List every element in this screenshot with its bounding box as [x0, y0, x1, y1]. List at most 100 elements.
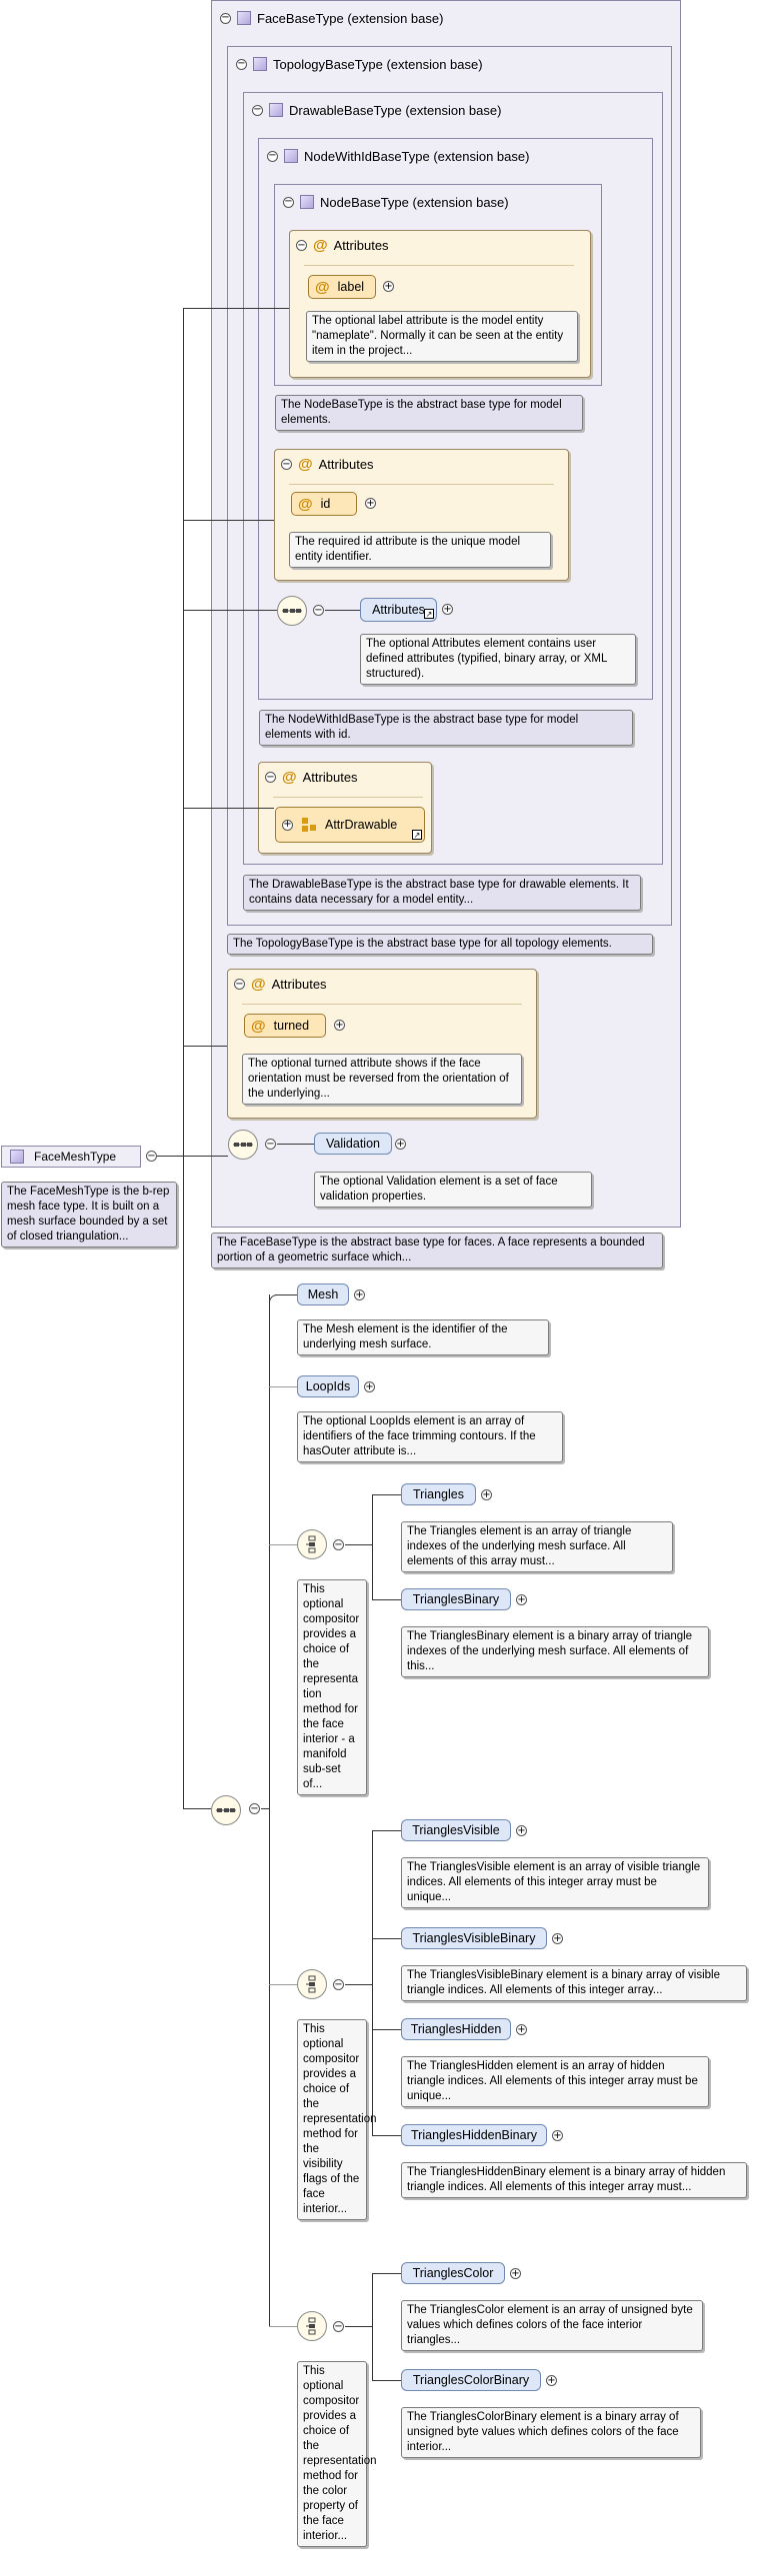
face-base-type-header[interactable]: − FaceBaseType (extension base) [220, 9, 443, 27]
triangles-visible-element-name: TrianglesVisible [412, 1823, 500, 1837]
choice-compositor[interactable] [297, 2311, 327, 2341]
collapse-icon[interactable]: − [283, 196, 294, 208]
sequence-compositor[interactable] [277, 596, 307, 626]
topology-base-type-header[interactable]: − TopologyBaseType (extension base) [236, 55, 483, 73]
collapse-icon[interactable]: − [281, 458, 292, 470]
expand-icon[interactable]: + [395, 1138, 406, 1150]
reference-arrow-icon: ↗ [412, 830, 422, 840]
topology-base-type-label: TopologyBaseType (extension base) [273, 56, 483, 72]
drawable-base-type-header[interactable]: − DrawableBaseType (extension base) [252, 101, 501, 119]
expand-icon[interactable]: + [516, 1593, 527, 1605]
triangles-hidden-binary-element-name: TrianglesHiddenBinary [411, 2128, 537, 2142]
doc-text: The TrianglesColor element is an array o… [407, 2304, 693, 2346]
collapse-icon[interactable]: − [234, 978, 245, 990]
root-element[interactable]: FaceMeshType [1, 1146, 141, 1168]
attribute-at-icon: @ [251, 1017, 266, 1035]
expand-icon[interactable]: + [354, 1288, 365, 1300]
expand-icon[interactable]: + [546, 2374, 557, 2386]
collapse-icon[interactable]: − [265, 771, 276, 783]
mesh-element-name: Mesh [307, 1288, 339, 1301]
triangles-visible-binary-element[interactable]: TrianglesVisibleBinary [401, 1927, 547, 1949]
attributes-header[interactable]: − @ Attributes [296, 237, 389, 254]
root-element-name: FaceMeshType [34, 1150, 117, 1164]
expand-icon[interactable]: + [481, 1488, 492, 1500]
id-attribute-doc: The required id attribute is the unique … [289, 532, 551, 568]
triangles-binary-element[interactable]: TrianglesBinary [401, 1588, 511, 1610]
attribute-at-icon: @ [313, 237, 328, 254]
loopids-element[interactable]: LoopIds [297, 1375, 359, 1397]
turned-attribute-name: turned [273, 1019, 310, 1033]
triangles-binary-element-name: TrianglesBinary [412, 1592, 500, 1606]
label-attributes-group: − @ Attributes @ label + The optional la… [289, 230, 591, 378]
expand-icon[interactable]: + [516, 1824, 527, 1836]
triangles-color-element-name: TrianglesColor [412, 2266, 494, 2280]
validation-element-name: Validation [326, 1137, 380, 1151]
expand-icon[interactable]: + [364, 1380, 375, 1392]
attributes-label: Attributes [318, 457, 374, 472]
collapse-icon[interactable]: − [220, 12, 231, 24]
collapse-icon[interactable]: − [313, 604, 324, 616]
collapse-icon[interactable]: − [296, 239, 307, 251]
expand-icon[interactable]: + [510, 2267, 521, 2279]
collapse-icon[interactable]: − [249, 1802, 260, 1814]
node-base-type-header[interactable]: − NodeBaseType (extension base) [283, 193, 509, 211]
triangles-visible-doc: The TrianglesVisible element is an array… [401, 1857, 709, 1908]
attributes-header[interactable]: − @ Attributes [234, 976, 327, 993]
sequence-compositor[interactable] [228, 1130, 258, 1160]
node-with-id-base-type-label: NodeWithIdBaseType (extension base) [304, 148, 530, 164]
id-attribute[interactable]: @ id [291, 492, 357, 516]
triangles-color-binary-element-name: TrianglesColorBinary [412, 2373, 530, 2387]
expand-icon[interactable]: + [442, 603, 453, 615]
collapse-icon[interactable]: − [267, 150, 278, 162]
expand-icon[interactable]: + [334, 1019, 345, 1031]
triangles-hidden-element[interactable]: TrianglesHidden [401, 2018, 511, 2040]
expand-icon[interactable]: + [282, 819, 293, 831]
attributes-element[interactable]: Attributes ↗ [360, 598, 437, 622]
doc-text: The TrianglesVisible element is an array… [407, 1861, 701, 1903]
expand-icon[interactable]: + [383, 280, 394, 292]
triangles-color-binary-element[interactable]: TrianglesColorBinary [401, 2369, 541, 2391]
mesh-element[interactable]: Mesh [297, 1284, 349, 1305]
triangles-hidden-binary-doc: The TrianglesHiddenBinary element is a b… [401, 2162, 747, 2198]
collapse-icon[interactable]: − [236, 58, 247, 70]
doc-text: The TrianglesHiddenBinary element is a b… [407, 2166, 726, 2193]
node-base-type-label: NodeBaseType (extension base) [320, 194, 509, 210]
doc-text: The NodeWithIdBaseType is the abstract b… [265, 714, 579, 741]
collapse-icon[interactable]: − [333, 1538, 344, 1550]
node-with-id-base-type-header[interactable]: − NodeWithIdBaseType (extension base) [267, 147, 529, 165]
attribute-at-icon: @ [251, 976, 266, 993]
attributes-header[interactable]: − @ Attributes [265, 769, 358, 786]
collapse-icon[interactable]: − [146, 1150, 157, 1162]
attributes-label: Attributes [333, 238, 389, 253]
collapse-icon[interactable]: − [333, 2320, 344, 2332]
triangles-hidden-binary-element[interactable]: TrianglesHiddenBinary [401, 2124, 547, 2146]
type-cube-icon [284, 149, 298, 163]
attribute-at-icon: @ [315, 278, 330, 296]
topology-doc: The TopologyBaseType is the abstract bas… [227, 934, 653, 955]
doc-text: The FaceBaseType is the abstract base ty… [217, 1237, 645, 1264]
expand-icon[interactable]: + [552, 1932, 563, 1944]
attributes-header[interactable]: − @ Attributes [281, 456, 374, 473]
doc-text: The TrianglesHidden element is an array … [407, 2060, 698, 2102]
id-attribute-name: id [320, 497, 331, 511]
validation-element[interactable]: Validation [314, 1133, 392, 1155]
turned-attribute-doc: The optional turned attribute shows if t… [242, 1054, 522, 1105]
face-base-type-label: FaceBaseType (extension base) [257, 10, 444, 26]
collapse-icon[interactable]: − [333, 1978, 344, 1990]
triangles-element[interactable]: Triangles [401, 1483, 476, 1505]
collapse-icon[interactable]: − [265, 1138, 276, 1150]
choice-compositor[interactable] [297, 1529, 327, 1559]
label-attribute[interactable]: @ label [308, 275, 376, 299]
collapse-icon[interactable]: − [252, 104, 263, 116]
sequence-compositor[interactable] [211, 1795, 241, 1825]
loopids-doc: The optional LoopIds element is an array… [297, 1411, 563, 1462]
attr-drawable-group[interactable]: + AttrDrawable ↗ [275, 807, 425, 843]
expand-icon[interactable]: + [516, 2023, 527, 2035]
expand-icon[interactable]: + [552, 2129, 563, 2141]
expand-icon[interactable]: + [365, 497, 376, 509]
triangles-visible-element[interactable]: TrianglesVisible [401, 1819, 511, 1841]
triangles-color-element[interactable]: TrianglesColor [401, 2262, 505, 2284]
choice-compositor[interactable] [297, 1969, 327, 1999]
doc-text: The Triangles element is an array of tri… [407, 1525, 632, 1567]
turned-attribute[interactable]: @ turned [244, 1014, 326, 1038]
